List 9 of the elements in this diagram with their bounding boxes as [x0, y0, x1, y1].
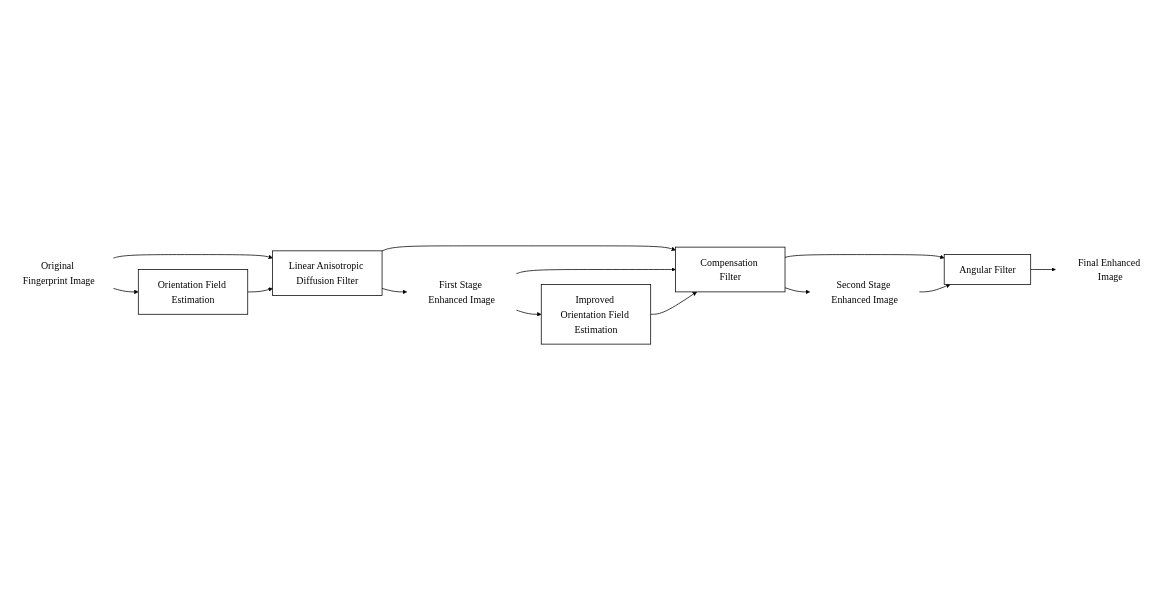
node-box: Angular Filter	[943, 254, 1032, 285]
node-text: Original Fingerprint Image	[22, 260, 95, 287]
node-box: Orientation Field Estimation	[137, 269, 249, 315]
node-text: Second Stage Enhanced Image	[831, 278, 898, 305]
node-box: Improved Orientation Field Estimation	[540, 284, 652, 345]
node-box: Linear Anisotropic Diffusion Filter	[272, 250, 383, 296]
node-text: Final Enhanced Image	[1077, 256, 1141, 283]
node-text: First Stage Enhanced Image	[428, 278, 495, 305]
node-box: Compensation Filter	[675, 246, 786, 293]
